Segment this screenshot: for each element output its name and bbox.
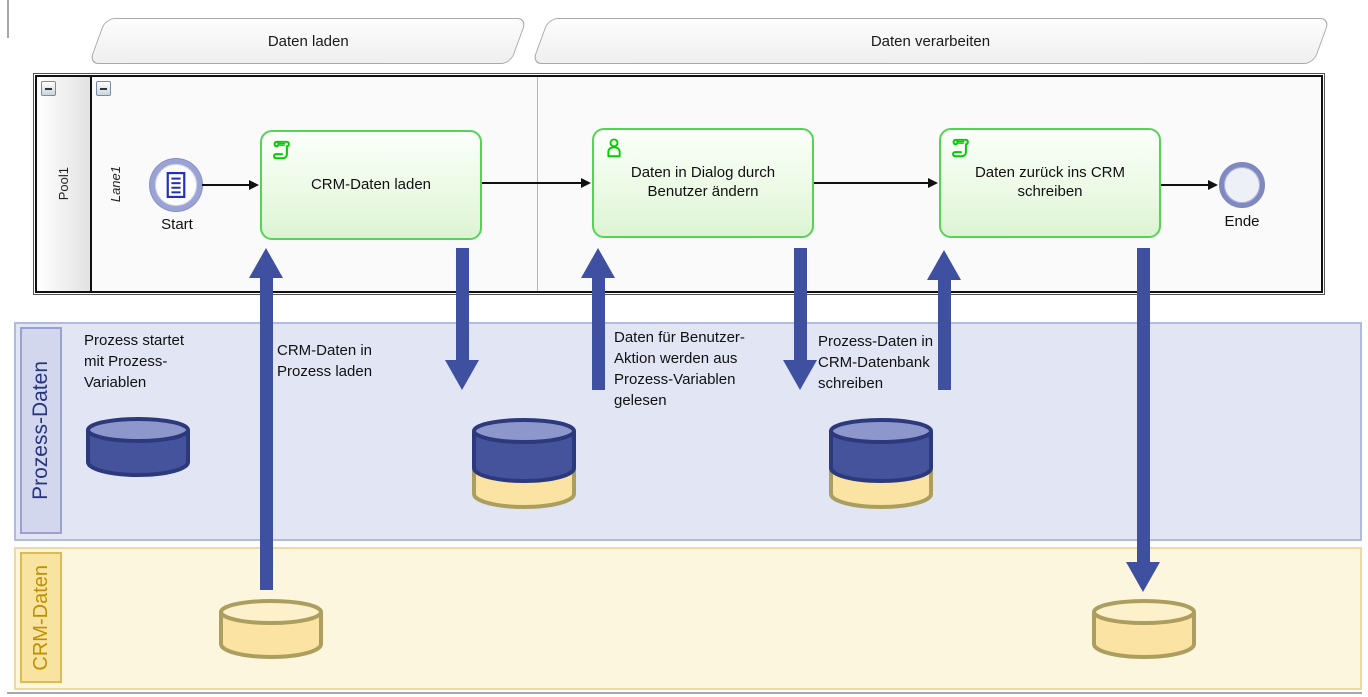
arrow-up-icon — [249, 248, 283, 278]
end-event-label: Ende — [1224, 213, 1260, 230]
sequence-flow-task3-to-end[interactable] — [1161, 180, 1218, 190]
arrow-down-icon — [1126, 562, 1160, 592]
pool[interactable]: Pool1 Lane1 — [33, 73, 1325, 295]
note-crm-daten-in-prozess: CRM-Daten in Prozess laden — [277, 342, 373, 380]
phase-divider — [537, 77, 538, 291]
arrow-up-icon — [927, 250, 961, 280]
task-label: Daten in Dialog durch Benutzer ändern — [630, 164, 776, 200]
arrow-down-icon — [783, 360, 817, 390]
user-icon — [607, 138, 621, 158]
pool-label: Pool1 — [56, 167, 71, 201]
task-crm-daten-laden[interactable]: CRM-Daten laden — [260, 130, 482, 240]
end-event[interactable] — [1219, 162, 1265, 208]
prozess-daten-store-1-icon — [472, 418, 576, 509]
arrow-down-icon — [445, 360, 479, 390]
frame-left-tick — [7, 0, 9, 38]
lane-prozess-daten-label: Prozess-Daten — [29, 361, 52, 500]
lane-body: Start CRM-Daten laden — [138, 77, 1321, 291]
prozess-daten-store-2-icon — [829, 418, 933, 509]
document-icon — [166, 171, 186, 199]
lane-header[interactable]: Lane1 — [92, 77, 138, 291]
sequence-flow-task1-to-task2[interactable] — [482, 178, 591, 188]
note-daten-fuer-benutzer: Daten für Benutzer- Aktion werden aus Pr… — [614, 329, 745, 409]
note-prozess-daten-in-crm: Prozess-Daten in CRM-Datenbank schreiben — [818, 333, 934, 392]
sequence-flow-task2-to-task3[interactable] — [814, 178, 938, 188]
pool-header[interactable]: Pool1 — [37, 77, 92, 291]
lane-collapse-button[interactable] — [96, 81, 111, 96]
script-icon — [273, 140, 290, 160]
frame-bottom-line — [7, 692, 1362, 694]
crm-database-left-icon — [219, 599, 323, 659]
pool-collapse-button[interactable] — [41, 81, 56, 96]
milestone-label: Daten laden — [267, 32, 349, 50]
milestone-label: Daten verarbeiten — [871, 32, 991, 50]
prozess-variablen-database-icon — [86, 417, 190, 477]
lane-crm-daten-label: CRM-Daten — [29, 564, 52, 671]
start-event-label: Start — [161, 216, 193, 233]
script-icon — [952, 138, 969, 158]
lane-label: Lane1 — [107, 165, 123, 203]
pool-inner: Pool1 Lane1 — [35, 75, 1323, 293]
task-label: CRM-Daten laden — [310, 175, 432, 193]
task-daten-in-dialog[interactable]: Daten in Dialog durch Benutzer ändern — [592, 128, 814, 238]
arrow-up-icon — [581, 248, 615, 278]
note-prozess-startet: Prozess startet mit Prozess- Variablen — [84, 332, 185, 391]
task-label: Daten zurück ins CRM schreiben — [974, 164, 1126, 200]
milestone-daten-laden[interactable]: Daten laden — [88, 18, 528, 64]
sequence-flow-start-to-task1[interactable] — [202, 180, 259, 190]
milestone-daten-verarbeiten[interactable]: Daten verarbeiten — [531, 18, 1331, 64]
lane-crm-daten-strip: CRM-Daten — [20, 552, 62, 683]
crm-database-right-icon — [1092, 599, 1196, 659]
lane-prozess-daten-strip: Prozess-Daten — [20, 327, 62, 534]
start-event[interactable] — [150, 159, 202, 211]
task-daten-zurueck-ins-crm[interactable]: Daten zurück ins CRM schreiben — [939, 128, 1161, 238]
